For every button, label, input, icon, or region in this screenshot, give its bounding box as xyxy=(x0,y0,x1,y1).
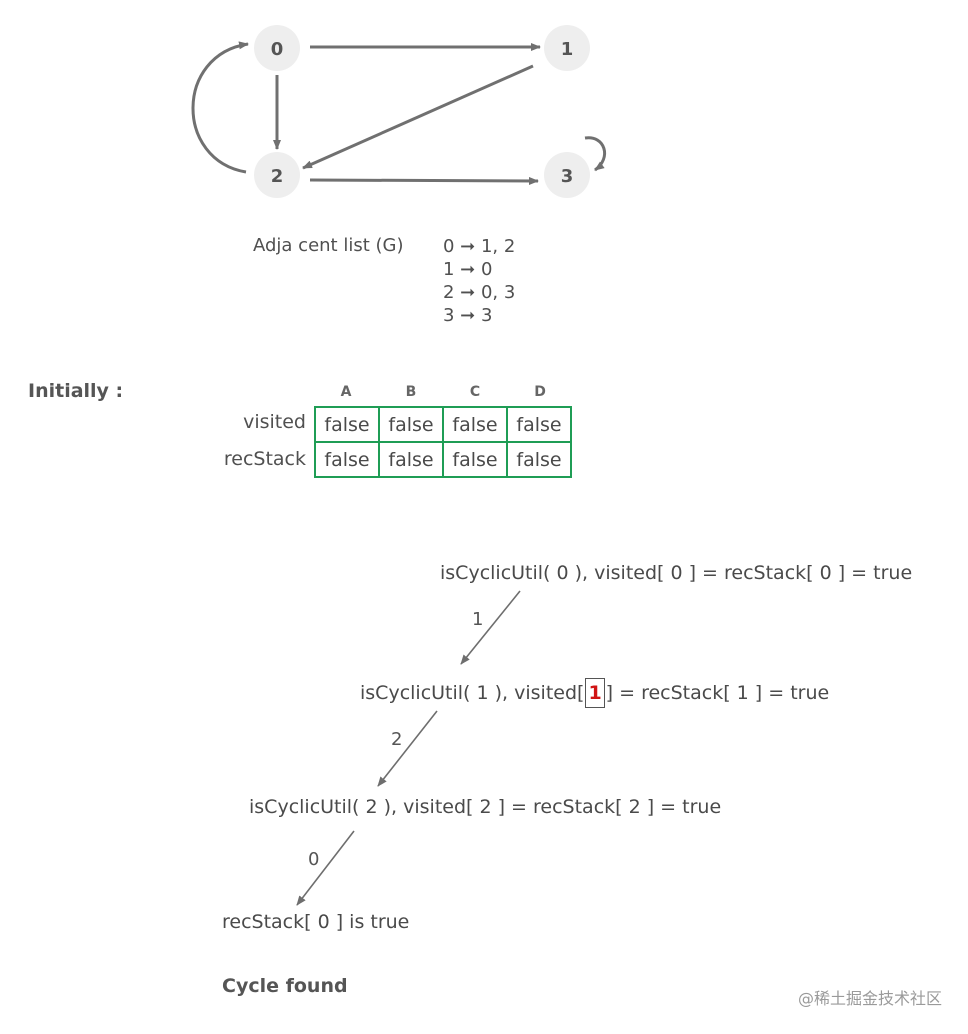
trace-final: recStack[ 0 ] is true xyxy=(222,911,410,933)
row-label-recstack: recStack xyxy=(223,448,306,470)
node-2-label: 2 xyxy=(271,166,284,187)
node-3 xyxy=(544,152,590,198)
table-cell: false xyxy=(506,406,572,443)
cycle-found-label: Cycle found xyxy=(222,975,348,997)
node-0-label: 0 xyxy=(271,39,284,60)
adjacency-row-3: 3 ➞ 3 xyxy=(443,305,493,326)
table-cell: false xyxy=(378,441,444,478)
column-header-d: D xyxy=(534,384,546,400)
directed-graph: 0 1 2 3 xyxy=(191,25,606,198)
edge-2-to-0 xyxy=(191,41,249,174)
trace-edge-label-0: 0 xyxy=(308,849,320,870)
adjacency-row-0: 0 ➞ 1, 2 xyxy=(443,236,516,257)
trace-step-2: isCyclicUtil( 2 ), visited[ 2 ] = recSta… xyxy=(249,796,722,818)
node-0 xyxy=(254,25,300,71)
table-row-visited: false false false false xyxy=(314,406,572,443)
node-1-label: 1 xyxy=(561,39,574,60)
table-cell: false xyxy=(314,406,380,443)
trace-step-1-suffix: ] = recStack[ 1 ] = true xyxy=(605,682,830,704)
row-label-visited: visited xyxy=(243,411,306,433)
trace-arrows xyxy=(296,590,521,906)
table-cell: false xyxy=(442,406,508,443)
column-header-a: A xyxy=(340,384,352,400)
trace-edge-label-1: 1 xyxy=(472,609,484,630)
column-header-b: B xyxy=(405,384,417,400)
table-cell: false xyxy=(442,441,508,478)
edge-1-to-2 xyxy=(302,64,534,170)
adjacency-row-1: 1 ➞ 0 xyxy=(443,259,493,280)
trace-arrow-0 xyxy=(296,830,355,906)
highlighted-index: 1 xyxy=(585,678,605,708)
node-2 xyxy=(254,152,300,198)
column-header-c: C xyxy=(469,384,481,400)
node-1 xyxy=(544,25,590,71)
node-3-label: 3 xyxy=(561,166,574,187)
edge-2-to-3 xyxy=(309,176,539,185)
initially-heading: Initially : xyxy=(28,380,124,402)
table-cell: false xyxy=(314,441,380,478)
trace-step-1: isCyclicUtil( 1 ), visited[1] = recStack… xyxy=(360,678,829,708)
table-cell: false xyxy=(378,406,444,443)
trace-arrow-2 xyxy=(377,710,438,787)
trace-edge-label-2: 2 xyxy=(391,729,403,750)
trace-arrow-1 xyxy=(460,590,521,665)
adjacency-row-2: 2 ➞ 0, 3 xyxy=(443,282,516,303)
edge-3-to-3 xyxy=(584,136,606,172)
state-table: false false false false false false fals… xyxy=(314,406,572,478)
trace-step-0: isCyclicUtil( 0 ), visited[ 0 ] = recSta… xyxy=(440,562,913,584)
table-cell: false xyxy=(506,441,572,478)
table-row-recstack: false false false false xyxy=(314,441,572,478)
trace-step-1-prefix: isCyclicUtil( 1 ), visited[ xyxy=(360,682,585,704)
adjacency-title: Adja cent list (G) xyxy=(253,235,404,256)
watermark: @稀土掘金技术社区 xyxy=(797,989,942,1008)
